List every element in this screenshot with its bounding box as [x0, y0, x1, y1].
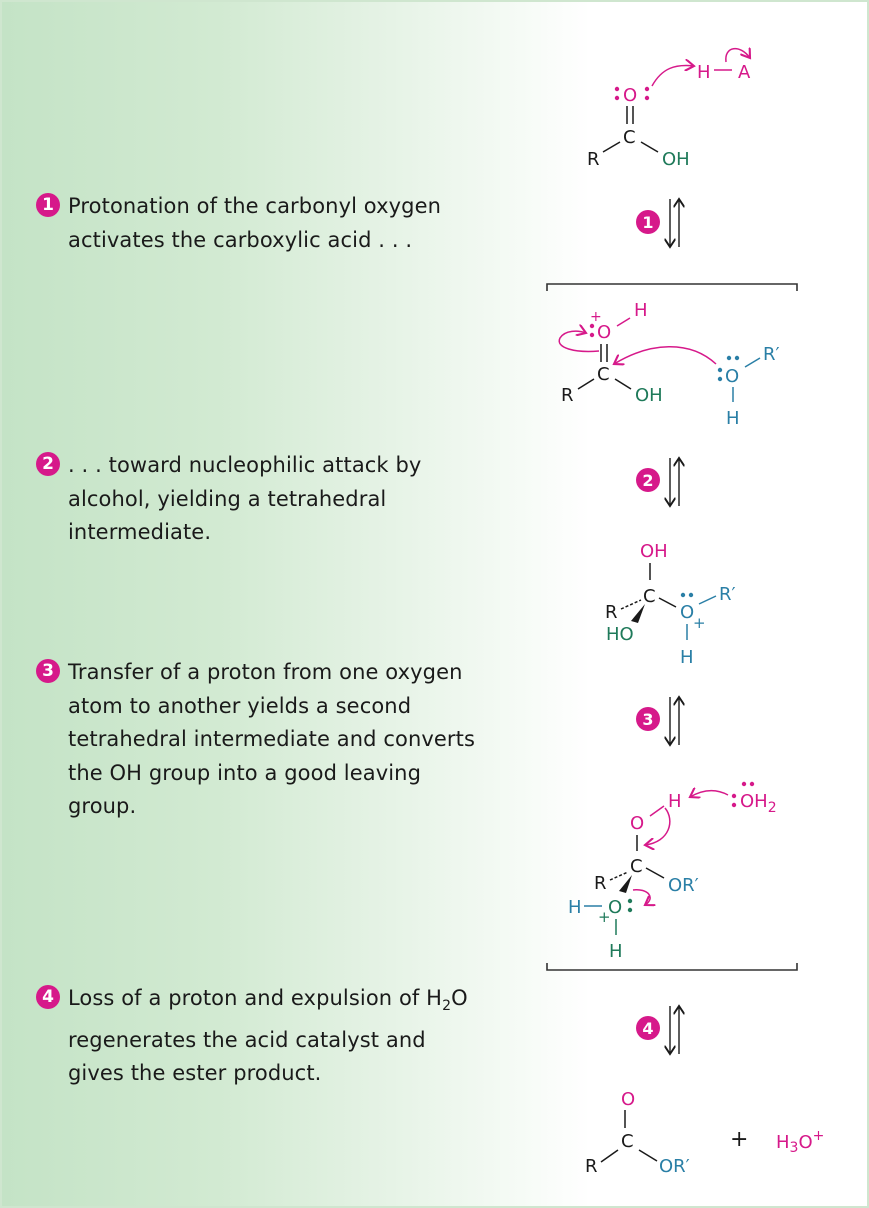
atom-O: O: [621, 1089, 635, 1110]
ester-OR-prime: OR′: [659, 1156, 690, 1177]
step-1-line: Protonation of the carbonyl oxygen: [68, 194, 442, 218]
atom-H: H: [634, 300, 648, 321]
tetrahedral-intermediate-1: OH C R HO O + R′ H: [605, 541, 736, 668]
curved-arrow: [632, 889, 650, 905]
step-4-text: Loss of a proton and expulsion of H: [68, 986, 443, 1010]
equilibrium-arrow-3: 3: [636, 697, 679, 745]
ester-OR-prime: OR′: [668, 875, 699, 896]
curved-arrow: [645, 807, 671, 845]
atom-R: R: [585, 1156, 598, 1177]
hydroxyl-OH: OH: [640, 541, 668, 562]
step-1-marker: 1: [642, 213, 653, 232]
curved-arrow: [651, 66, 694, 87]
step-2-marker: 2: [642, 471, 653, 490]
atom-R: R: [605, 602, 618, 623]
protonated-acid-structure: + O H C R OH O R′ H: [558, 300, 780, 429]
atom-C: C: [597, 364, 610, 385]
atom-R-prime: R′: [763, 344, 780, 365]
step-4-line: gives the ester product.: [68, 1061, 322, 1086]
atom-O: O: [597, 322, 611, 343]
step-3-marker: 3: [642, 710, 653, 729]
ester-product: O C R OR′: [585, 1089, 690, 1177]
equilibrium-arrow-2: 2: [636, 458, 679, 506]
hydronium-O: O: [798, 1132, 812, 1153]
hydroxyl-HO: HO: [606, 624, 634, 645]
charge-plus: +: [813, 1128, 825, 1144]
atom-R: R: [561, 385, 574, 406]
step-2-badge: 2: [36, 452, 60, 476]
curved-arrow: [614, 346, 717, 364]
byproduct: + H3O+: [730, 1127, 824, 1156]
plus-sign: +: [730, 1127, 748, 1152]
water-OH: OH: [740, 791, 768, 812]
step-3-badge: 3: [36, 659, 60, 683]
hydroxyl-OH: OH: [635, 385, 663, 406]
step-4-text: O: [451, 986, 468, 1010]
step-3-line: Transfer of a proton from one oxygen: [68, 660, 463, 684]
atom-C: C: [623, 127, 636, 148]
curved-arrow: [690, 791, 729, 797]
subscript: 3: [790, 1140, 799, 1156]
oxonium-O: O: [608, 897, 622, 918]
atom-H: H: [609, 941, 623, 962]
step-3-description: Transfer of a proton from one oxygen ato…: [68, 656, 475, 824]
atom-C: C: [630, 856, 643, 877]
step-3-line: group.: [68, 794, 137, 818]
step-3-line: the OH group into a good leaving: [68, 760, 422, 785]
charge-plus: +: [590, 309, 602, 325]
atom-C: C: [621, 1131, 634, 1152]
atom-R-prime: R′: [719, 584, 736, 605]
atom-H: H: [697, 62, 711, 83]
bracket-bottom: [546, 963, 798, 971]
bracket-top: [546, 283, 798, 291]
step-4-line: Loss of a proton and expulsion of H2O: [68, 982, 468, 1024]
atom-H: H: [568, 897, 582, 918]
atom-A: A: [738, 62, 751, 83]
alcohol-O: O: [725, 366, 739, 387]
subscript: 2: [768, 800, 777, 816]
atom-H: H: [668, 791, 682, 812]
step-1-badge: 1: [36, 193, 60, 217]
step-2-line: . . . toward nucleophilic attack by: [68, 453, 422, 477]
atom-C: C: [643, 586, 656, 607]
curved-arrow: [725, 49, 750, 63]
step-4-badge: 4: [36, 985, 60, 1009]
atom-R: R: [594, 873, 607, 894]
step-1-line: activates the carboxylic acid . . .: [68, 227, 413, 252]
curved-arrow: [558, 331, 600, 353]
step-3-line: tetrahedral intermediate and converts: [68, 727, 476, 751]
step-1-description: Protonation of the carbonyl oxygen activ…: [68, 190, 441, 257]
hydronium-ion: H3O+: [776, 1128, 824, 1156]
oxonium-O: O: [680, 602, 694, 623]
step-2-description: . . . toward nucleophilic attack by alco…: [68, 449, 421, 550]
step-4-marker: 4: [642, 1019, 653, 1038]
hydronium-H: H: [776, 1132, 790, 1153]
equilibrium-arrow-4: 4: [636, 1006, 679, 1054]
equilibrium-arrow-1: 1: [636, 199, 679, 247]
hydroxyl-OH: OH: [662, 149, 690, 170]
step-4-description: Loss of a proton and expulsion of H2O re…: [68, 982, 468, 1091]
subscript: 2: [442, 998, 452, 1015]
atom-O: O: [623, 85, 637, 106]
atom-O: O: [630, 813, 644, 834]
atom-R: R: [587, 149, 600, 170]
step-2-line: intermediate.: [68, 520, 212, 544]
step-3-line: atom to another yields a second: [68, 693, 412, 718]
step-2-line: alcohol, yielding a tetrahedral: [68, 486, 387, 511]
carboxylic-acid-structure: O C R OH H A: [587, 49, 751, 170]
tetrahedral-intermediate-2: O H OH2 C R OR′ H + O H: [568, 781, 777, 962]
step-4-line: regenerates the acid catalyst and: [68, 1027, 426, 1052]
water-molecule: OH2: [740, 791, 777, 816]
charge-plus: +: [693, 614, 706, 632]
atom-H: H: [680, 647, 694, 668]
charge-plus: +: [598, 908, 611, 926]
atom-H: H: [726, 408, 740, 429]
